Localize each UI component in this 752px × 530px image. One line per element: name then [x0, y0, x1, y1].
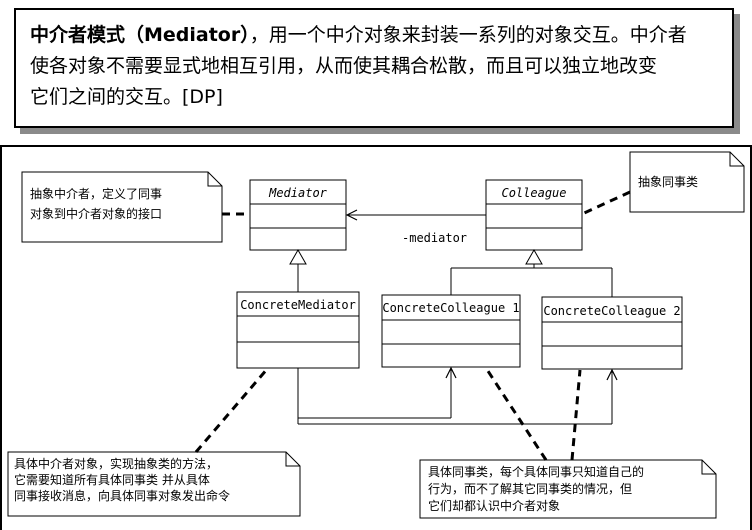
- inheritance-colleague: [450, 248, 613, 297]
- concrete-colleague-2-class-name: ConcreteColleague 2: [543, 304, 680, 318]
- concrete-mediator-class: ConcreteMediator: [236, 291, 360, 369]
- note-link-concrete-colleague-1: [484, 367, 548, 461]
- mediator-class: Mediator: [249, 179, 347, 251]
- note-link-colleague: [581, 190, 631, 216]
- concrete-colleague-1-class: ConcreteColleague 1: [381, 294, 521, 368]
- definition-text-1: ，用一个中介对象来封装一系列的对象交互。中介者: [249, 24, 687, 46]
- concrete-mediator-class-name: ConcreteMediator: [240, 298, 356, 312]
- mediator-class-name: Mediator: [268, 186, 328, 200]
- colleague-class-name: Colleague: [501, 186, 566, 200]
- note-concrete-colleague-line-2: 行为，而不了解其它同事类的情况，但: [428, 481, 632, 496]
- definition-line-2: 使各对象不需要显式地相互引用，从而使其耦合松散，而且可以独立地改变: [30, 55, 658, 77]
- note-concrete-mediator: 具体中介者对象，实现抽象类的方法， 它需要知道所有具体同事类 并从具体 同事接收…: [7, 451, 301, 517]
- concrete-colleague-2-class: ConcreteColleague 2: [541, 296, 683, 370]
- definition-line-1: 中介者模式（Mediator），用一个中介对象来封装一系列的对象交互。中介者: [30, 20, 718, 51]
- association-label: -mediator: [402, 231, 467, 245]
- note-link-concrete-colleague-2: [570, 369, 582, 461]
- definition-box: 中介者模式（Mediator），用一个中介对象来封装一系列的对象交互。中介者 使…: [14, 8, 734, 128]
- definition-term: 中介者模式（Mediator）: [30, 24, 250, 46]
- note-abstract-mediator: 抽象中介者，定义了同事 对象到中介者对象的接口: [21, 171, 223, 243]
- diagram-frame: [0, 145, 752, 530]
- note-abstract-mediator-line-1: 抽象中介者，定义了同事: [30, 186, 162, 201]
- note-abstract-mediator-line-2: 对象到中介者对象的接口: [30, 206, 162, 221]
- concrete-colleague-1-class-name: ConcreteColleague 1: [382, 301, 519, 315]
- note-concrete-colleague-line-3: 它们却都认识中介者对象: [428, 498, 560, 513]
- note-abstract-colleague: 抽象同事类: [629, 151, 745, 213]
- inheritance-mediator: [289, 248, 307, 292]
- note-link-concrete-mediator: [194, 367, 270, 453]
- note-concrete-mediator-line-3: 同事接收消息，向具体同事对象发出命令: [14, 488, 230, 503]
- note-concrete-mediator-line-1: 具体中介者对象，实现抽象类的方法，: [14, 456, 218, 471]
- note-abstract-colleague-line-1: 抽象同事类: [638, 175, 698, 189]
- association-mediator: -mediator: [347, 215, 486, 245]
- note-concrete-colleague: 具体同事类，每个具体同事只知道自己的 行为，而不了解其它同事类的情况，但 它们却…: [419, 459, 717, 519]
- colleague-class: Colleague: [485, 179, 583, 251]
- note-concrete-colleague-line-1: 具体同事类，每个具体同事只知道自己的: [428, 464, 644, 479]
- association-concrete: [297, 368, 612, 425]
- definition-line-3: 它们之间的交互。[DP]: [30, 86, 223, 108]
- note-concrete-mediator-line-2: 它需要知道所有具体同事类 并从具体: [14, 472, 210, 487]
